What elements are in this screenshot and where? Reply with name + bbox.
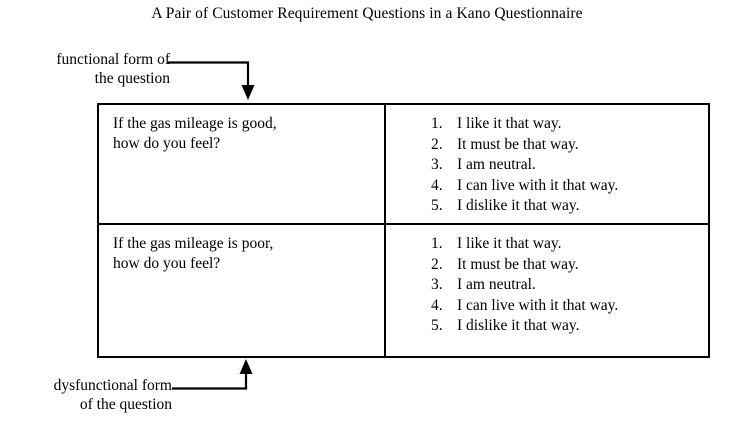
list-item[interactable]: 3. I am neutral. [386, 155, 708, 176]
table-row: If the gas mileage is good, how do you f… [99, 105, 708, 225]
answer-number: 5. [431, 317, 443, 334]
list-item[interactable]: 5. I dislike it that way. [386, 196, 708, 217]
list-item[interactable]: 5. I dislike it that way. [386, 316, 708, 337]
dysfunctional-form-callout: dysfunctional form of the question [4, 376, 172, 414]
question-text-line2: how do you feel? [113, 135, 221, 152]
answer-number: 1. [431, 115, 443, 132]
answer-label: It must be that way. [457, 255, 579, 273]
list-item[interactable]: 2. It must be that way. [386, 135, 708, 156]
answer-option-list: 1. I like it that way. 2. It must be tha… [386, 114, 708, 217]
answer-label: I like it that way. [457, 235, 562, 252]
answer-label: I dislike it that way. [457, 317, 580, 334]
functional-leader-arrow-down-icon [168, 61, 255, 100]
functional-form-callout-line1: functional form of [56, 51, 170, 68]
list-item[interactable]: 1. I like it that way. [386, 114, 708, 135]
answer-label: It must be that way. [457, 135, 579, 153]
dysfunctional-form-callout-line1: dysfunctional form [53, 377, 172, 394]
question-text-line1: If the gas mileage is good, [113, 115, 277, 132]
answer-option-list: 1. I like it that way. 2. It must be tha… [386, 234, 708, 337]
question-cell-dysfunctional: If the gas mileage is poor, how do you f… [99, 225, 386, 356]
answer-number: 2. [431, 255, 443, 273]
page-title: A Pair of Customer Requirement Questions… [151, 5, 583, 22]
answers-cell-functional: 1. I like it that way. 2. It must be tha… [386, 105, 708, 223]
answer-number: 2. [431, 135, 443, 153]
answers-cell-dysfunctional: 1. I like it that way. 2. It must be tha… [386, 225, 708, 356]
answer-number: 5. [431, 197, 443, 214]
list-item[interactable]: 3. I am neutral. [386, 275, 708, 296]
question-cell-functional: If the gas mileage is good, how do you f… [99, 105, 386, 223]
answer-label: I like it that way. [457, 115, 562, 132]
answer-number: 1. [431, 235, 443, 252]
list-item[interactable]: 2. It must be that way. [386, 255, 708, 276]
answer-number: 4. [431, 296, 443, 314]
answer-label: I dislike it that way. [457, 197, 580, 214]
answer-number: 4. [431, 176, 443, 194]
dysfunctional-form-callout-line2: of the question [79, 396, 172, 413]
answer-number: 3. [431, 156, 443, 173]
list-item[interactable]: 1. I like it that way. [386, 234, 708, 255]
answer-label: I am neutral. [457, 156, 536, 173]
kano-questionnaire-table: If the gas mileage is good, how do you f… [97, 103, 710, 358]
question-text-line2: how do you feel? [113, 255, 221, 272]
question-text-line1: If the gas mileage is poor, [113, 235, 274, 252]
functional-form-callout: functional form of the question [7, 50, 170, 88]
dysfunctional-leader-arrow-up-icon [172, 359, 253, 390]
list-item[interactable]: 4. I can live with it that way. [386, 176, 708, 197]
list-item[interactable]: 4. I can live with it that way. [386, 296, 708, 317]
functional-form-callout-line2: the question [94, 70, 170, 87]
table-row: If the gas mileage is poor, how do you f… [99, 225, 708, 356]
answer-label: I can live with it that way. [457, 176, 619, 194]
answer-number: 3. [431, 276, 443, 293]
answer-label: I can live with it that way. [457, 296, 619, 314]
answer-label: I am neutral. [457, 276, 536, 293]
